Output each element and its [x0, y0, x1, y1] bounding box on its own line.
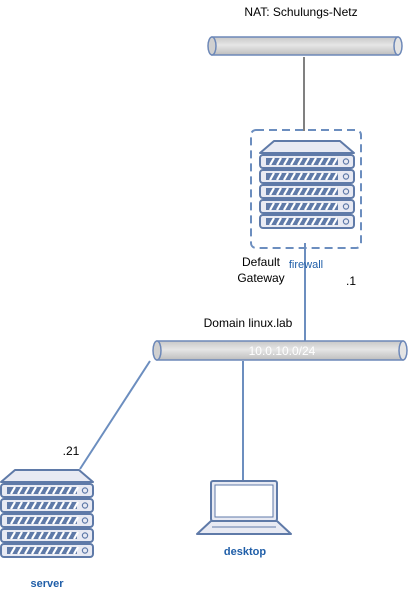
rack-unit: [0, 543, 94, 558]
server-label: server: [30, 578, 64, 590]
rack-led-icon: [81, 547, 89, 554]
diagram-title: NAT: Schulungs-Netz: [244, 5, 357, 19]
desktop-label: desktop: [224, 546, 266, 558]
server-ip-suffix: .21: [63, 444, 80, 458]
default-gateway-label-line2: Gateway: [237, 271, 284, 285]
firewall-server-rack-icon[interactable]: [259, 140, 355, 229]
rack-led-icon: [81, 502, 89, 509]
firewall-ip-suffix: .1: [346, 274, 356, 288]
rack-led-icon: [81, 517, 89, 524]
rack-unit: [0, 498, 94, 513]
rack-led-icon: [342, 158, 350, 165]
rack-top-cap: [259, 140, 355, 154]
rack-unit: [0, 528, 94, 543]
rack-unit: [0, 513, 94, 528]
server-rack-icon[interactable]: [0, 469, 94, 558]
rack-led-icon: [342, 218, 350, 225]
rack-led-icon: [342, 203, 350, 210]
subnet-label: 10.0.10.0/24: [249, 344, 316, 358]
rack-led-icon: [342, 188, 350, 195]
rack-led-icon: [81, 532, 89, 539]
rack-unit: [259, 199, 355, 214]
rack-unit: [259, 184, 355, 199]
firewall-label: firewall: [289, 259, 323, 271]
default-gateway-label-line1: Default: [242, 255, 281, 269]
rack-led-icon: [342, 173, 350, 180]
nat-network-pipe: [207, 36, 403, 56]
link-lan-server: [79, 360, 151, 470]
rack-led-icon: [81, 487, 89, 494]
rack-top-cap: [0, 469, 94, 483]
lan-network-pipe: 10.0.10.0/24: [152, 340, 408, 361]
rack-unit: [259, 169, 355, 184]
firewall-selection-frame: [250, 129, 362, 249]
desktop-laptop-icon[interactable]: [196, 480, 292, 535]
rack-unit: [0, 483, 94, 498]
domain-label: Domain linux.lab: [204, 316, 293, 330]
rack-unit: [259, 214, 355, 229]
rack-unit: [259, 154, 355, 169]
